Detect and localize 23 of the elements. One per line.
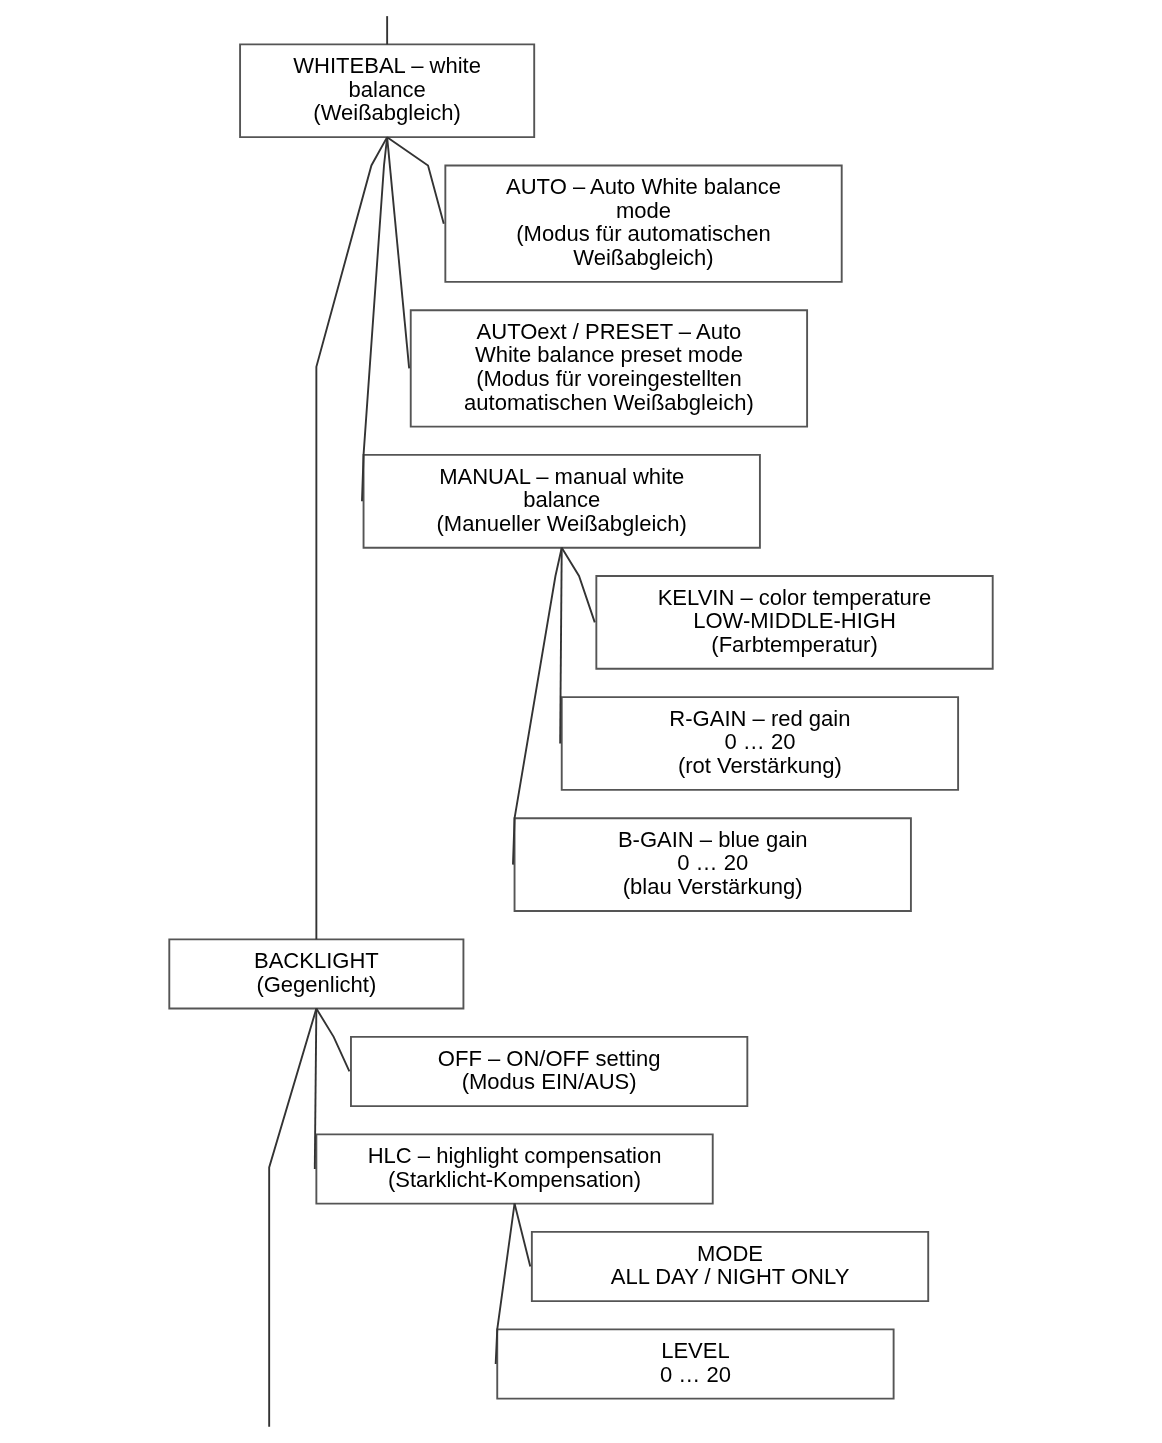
connector [268, 1007, 318, 1428]
node-box: MANUAL – manual white balance (Manueller Weißabgleich) [362, 453, 761, 549]
connector [513, 1202, 532, 1268]
connector [512, 546, 563, 866]
connector [315, 136, 389, 941]
node-box: HLC – highlight compensation (Starklicht-Kompensation) [315, 1133, 714, 1205]
node-box: OFF – ON/OFF setting (Modus EIN/AUS) [350, 1035, 749, 1108]
connector [361, 136, 389, 503]
node-box: KELVIN – color temperature LOW-MIDDLE-HIGH (Farbtemperatur) [595, 575, 994, 670]
node-box: BACKLIGHT (Gegenlicht) [168, 938, 465, 1010]
connector [386, 15, 389, 46]
connector [494, 1202, 516, 1365]
node-box: AUTOext / PRESET – Auto White balance preset mode (Modus für voreingestellten automatischen Weißabgleich) [409, 309, 809, 428]
node-box: B-GAIN – blue gain 0 … 20 (blau Verstärkung) [513, 817, 912, 912]
connector [560, 546, 596, 624]
node-box: LEVEL 0 … 20 [496, 1328, 895, 1400]
node-box: MODE ALL DAY / NIGHT ONLY [530, 1230, 930, 1303]
connector [386, 136, 445, 225]
connector [559, 546, 563, 745]
node-box: AUTO – Auto White balance mode (Modus für automatischen Weißabgleich) [444, 164, 843, 283]
node-box: R-GAIN – red gain 0 … 20 (rot Verstärkung) [560, 696, 960, 791]
connector [315, 1007, 351, 1073]
node-box: WHITEBAL – white balance (Weißabgleich) [239, 43, 536, 139]
